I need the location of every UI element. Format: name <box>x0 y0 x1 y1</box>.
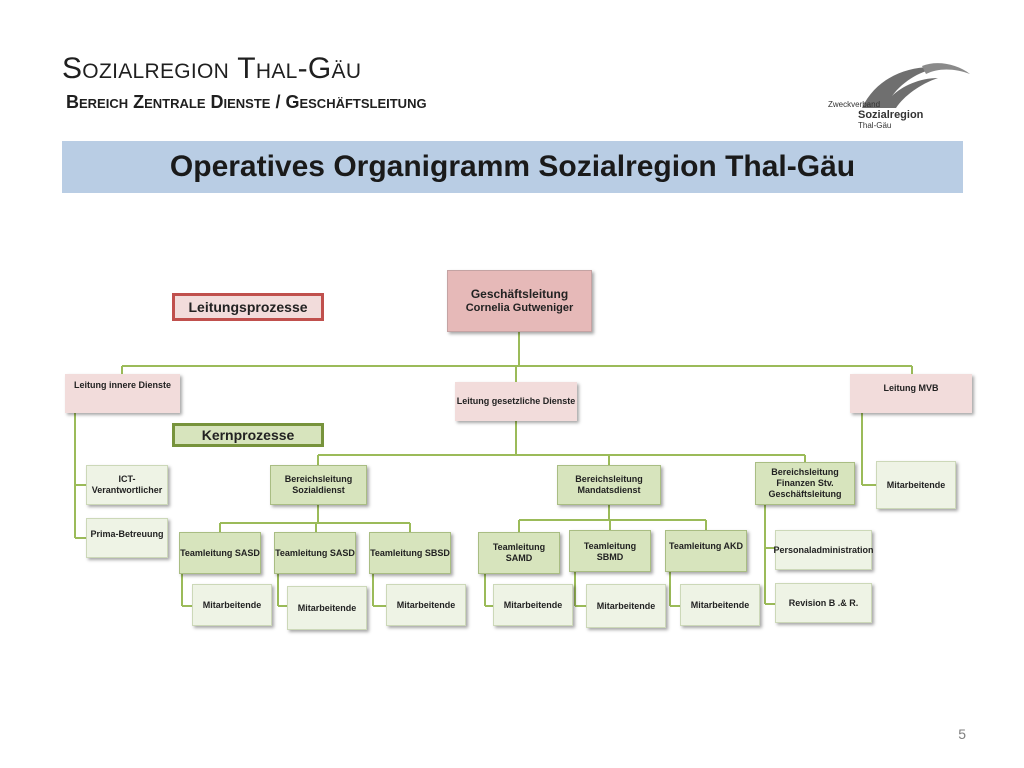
slide-subtitle: Bereich Zentrale Dienste / Geschäftsleit… <box>66 92 427 112</box>
org-box-mitarbeitende-3: Mitarbeitende <box>386 584 466 626</box>
org-box-mitarbeitende-2: Mitarbeitende <box>287 586 367 630</box>
banner-title: Operatives Organigramm Sozialregion Thal… <box>169 150 856 183</box>
org-box-teamleitung-sasd-2: Teamleitung SASD <box>274 532 356 574</box>
title-banner: Operatives Organigramm Sozialregion Thal… <box>62 141 963 193</box>
org-box-bereichsleitung-mandatsdienst: Bereichsleitung Mandatsdienst <box>557 465 661 505</box>
org-box-mitarbeitende-4: Mitarbeitende <box>493 584 573 626</box>
swoosh-logo-icon <box>862 63 970 108</box>
org-box-leitung-mvb: Leitung MVB <box>850 374 972 413</box>
logo-text-zweckverband: Zweckverband <box>828 100 881 109</box>
slide-title: Sozialregion Thal-Gäu <box>62 52 362 85</box>
org-box-mitarbeitende-5: Mitarbeitende <box>586 584 666 628</box>
org-box-geschaeftsleitung: Geschäftsleitung Cornelia Gutweniger <box>447 270 592 332</box>
org-box-revision: Revision B .& R. <box>775 583 872 623</box>
org-box-prima-betreuung: Prima-Betreuung <box>86 518 168 558</box>
legend-kernprozesse: Kernprozesse <box>172 423 324 447</box>
org-box-teamleitung-samd: Teamleitung SAMD <box>478 532 560 574</box>
org-box-bereichsleitung-sozialdienst: Bereichsleitung Sozialdienst <box>270 465 367 505</box>
geschaeftsleitung-label: Geschäftsleitung <box>470 287 569 302</box>
org-box-leitung-innere-dienste: Leitung innere Dienste <box>65 374 180 413</box>
org-box-teamleitung-sasd-1: Teamleitung SASD <box>179 532 261 574</box>
org-box-mitarbeitende-6: Mitarbeitende <box>680 584 760 626</box>
logo-text-thal-gaeu: Thal-Gäu <box>858 121 892 130</box>
page-number: 5 <box>958 726 966 742</box>
org-box-bereichsleitung-finanzen: Bereichsleitung Finanzen Stv. Geschäftsl… <box>755 462 855 505</box>
org-box-mvb-mitarbeitende: Mitarbeitende <box>876 461 956 509</box>
logo-text-sozialregion: Sozialregion <box>858 109 924 121</box>
org-box-teamleitung-sbmd: Teamleitung SBMD <box>569 530 651 572</box>
legend-leitungsprozesse: Leitungsprozesse <box>172 293 324 321</box>
org-box-ict-verantwortlicher: ICT-Verantwortlicher <box>86 465 168 505</box>
org-box-personaladministration: Personaladministration <box>773 530 874 570</box>
org-box-mitarbeitende-1: Mitarbeitende <box>192 584 272 626</box>
geschaeftsleitung-person: Cornelia Gutweniger <box>465 301 574 314</box>
org-box-teamleitung-sbsd: Teamleitung SBSD <box>369 532 451 574</box>
org-box-leitung-gesetzliche-dienste: Leitung gesetzliche Dienste <box>455 382 577 421</box>
org-box-teamleitung-akd: Teamleitung AKD <box>665 530 747 572</box>
